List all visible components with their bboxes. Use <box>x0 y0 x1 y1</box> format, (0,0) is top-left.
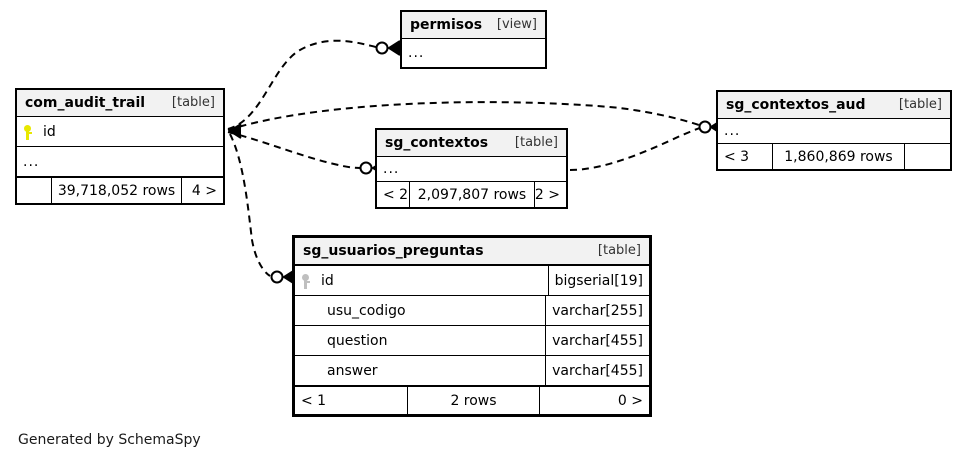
table-footer-sg_contextos: < 2 2,097,807 rows 2 > <box>377 181 566 207</box>
edge-com_audit_trail-sg_contextos_aud <box>227 101 703 131</box>
column-type: bigserial[19] <box>547 266 649 295</box>
column-row[interactable]: answer varchar[455] <box>295 356 649 386</box>
table-node-sg_contextos[interactable]: sg_contextos [table] ... < 2 2,097,807 r… <box>375 128 568 209</box>
column-type: varchar[455] <box>545 326 649 355</box>
table-name: com_audit_trail <box>25 94 146 111</box>
footer-child-count: 0 > <box>539 387 649 414</box>
table-header-sg_usuarios_preguntas: sg_usuarios_preguntas [table] <box>295 238 649 266</box>
column-row[interactable]: question varchar[455] <box>295 326 649 356</box>
table-footer-sg_usuarios_preguntas: < 1 2 rows 0 > <box>295 386 649 414</box>
column-row[interactable]: usu_codigo varchar[255] <box>295 296 649 326</box>
column-name-cell: answer <box>295 363 545 379</box>
table-name: sg_contextos <box>385 134 489 151</box>
column-row[interactable]: id <box>17 117 223 147</box>
more-columns-row[interactable]: ... <box>408 45 425 61</box>
cardinality-zero-sg_contextos_aud <box>698 120 712 134</box>
footer-child-count: 4 > <box>181 178 223 203</box>
table-name: sg_usuarios_preguntas <box>303 242 484 259</box>
column-list: ... <box>402 39 545 67</box>
table-header-com_audit_trail: com_audit_trail [table] <box>17 90 223 117</box>
footer-row-count: 2,097,807 rows <box>409 182 534 207</box>
key-icon-foreign <box>301 273 313 289</box>
column-name-cell: id <box>17 124 223 140</box>
footer-child-count <box>904 144 950 169</box>
table-node-sg_usuarios_preguntas[interactable]: sg_usuarios_preguntas [table] id bigseri… <box>292 235 652 417</box>
footer-parent-count: < 1 <box>301 392 327 409</box>
column-type: varchar[455] <box>545 356 649 385</box>
cardinality-zero-sg_usuarios_preguntas <box>270 270 284 284</box>
cardinality-zero-sg_contextos <box>359 161 373 175</box>
column-list: ... <box>718 119 950 143</box>
column-name-cell: usu_codigo <box>295 303 545 319</box>
edge-sg_contextos-sg_contextos_aud <box>569 126 704 171</box>
table-header-sg_contextos: sg_contextos [table] <box>377 130 566 157</box>
column-row[interactable]: id bigserial[19] <box>295 266 649 296</box>
table-node-sg_contextos_aud[interactable]: sg_contextos_aud [table] ... < 3 1,860,8… <box>716 90 952 171</box>
table-header-sg_contextos_aud: sg_contextos_aud [table] <box>718 92 950 119</box>
table-type-label: [table] <box>514 135 558 150</box>
column-label: id <box>43 123 56 140</box>
more-columns-row[interactable]: ... <box>383 161 400 177</box>
footer-parent-count <box>17 178 51 203</box>
table-footer-sg_contextos_aud: < 3 1,860,869 rows <box>718 143 950 169</box>
table-header-permisos: permisos [view] <box>402 12 545 39</box>
table-type-label: [view] <box>496 17 537 32</box>
footer-child-count: 2 > <box>534 182 566 207</box>
column-label: id <box>321 272 334 289</box>
footer-parent-count: < 3 <box>724 148 750 165</box>
key-icon-primary <box>23 124 35 140</box>
column-list: ... <box>377 157 566 181</box>
table-node-com_audit_trail[interactable]: com_audit_trail [table] id ... 39,718,05… <box>15 88 225 205</box>
table-footer-com_audit_trail: 39,718,052 rows 4 > <box>17 177 223 203</box>
footer-parent-count: < 2 <box>383 186 409 203</box>
column-list: id bigserial[19] usu_codigo varchar[255]… <box>295 266 649 386</box>
table-name: sg_contextos_aud <box>726 96 866 113</box>
column-label: question <box>327 332 388 349</box>
table-type-label: [table] <box>171 95 215 110</box>
edge-com_audit_trail-sg_contextos <box>227 131 361 169</box>
crowfoot-permisos <box>387 40 401 56</box>
column-label: usu_codigo <box>327 302 406 319</box>
edge-com_audit_trail-permisos <box>227 39 377 130</box>
footer-row-count: 39,718,052 rows <box>50 178 181 203</box>
more-columns-row[interactable]: ... <box>17 147 223 177</box>
column-list: id ... <box>17 117 223 177</box>
cardinality-zero-permisos <box>375 41 389 55</box>
more-columns-row[interactable]: ... <box>724 123 741 139</box>
table-type-label: [table] <box>898 97 942 112</box>
column-type: varchar[255] <box>545 296 649 325</box>
column-name-cell: id <box>295 273 548 289</box>
table-node-permisos[interactable]: permisos [view] ... <box>400 10 547 69</box>
edge-com_audit_trail-sg_usuarios_preguntas <box>229 133 271 277</box>
table-name: permisos <box>410 16 483 33</box>
footer-row-count: 2 rows <box>407 387 539 414</box>
footer-row-count: 1,860,869 rows <box>772 144 904 169</box>
table-type-label: [table] <box>597 243 641 258</box>
column-label: answer <box>327 362 378 379</box>
generated-by-caption: Generated by SchemaSpy <box>18 432 201 448</box>
column-name-cell: question <box>295 333 545 349</box>
crowfoot-com_audit_trail <box>228 123 242 139</box>
